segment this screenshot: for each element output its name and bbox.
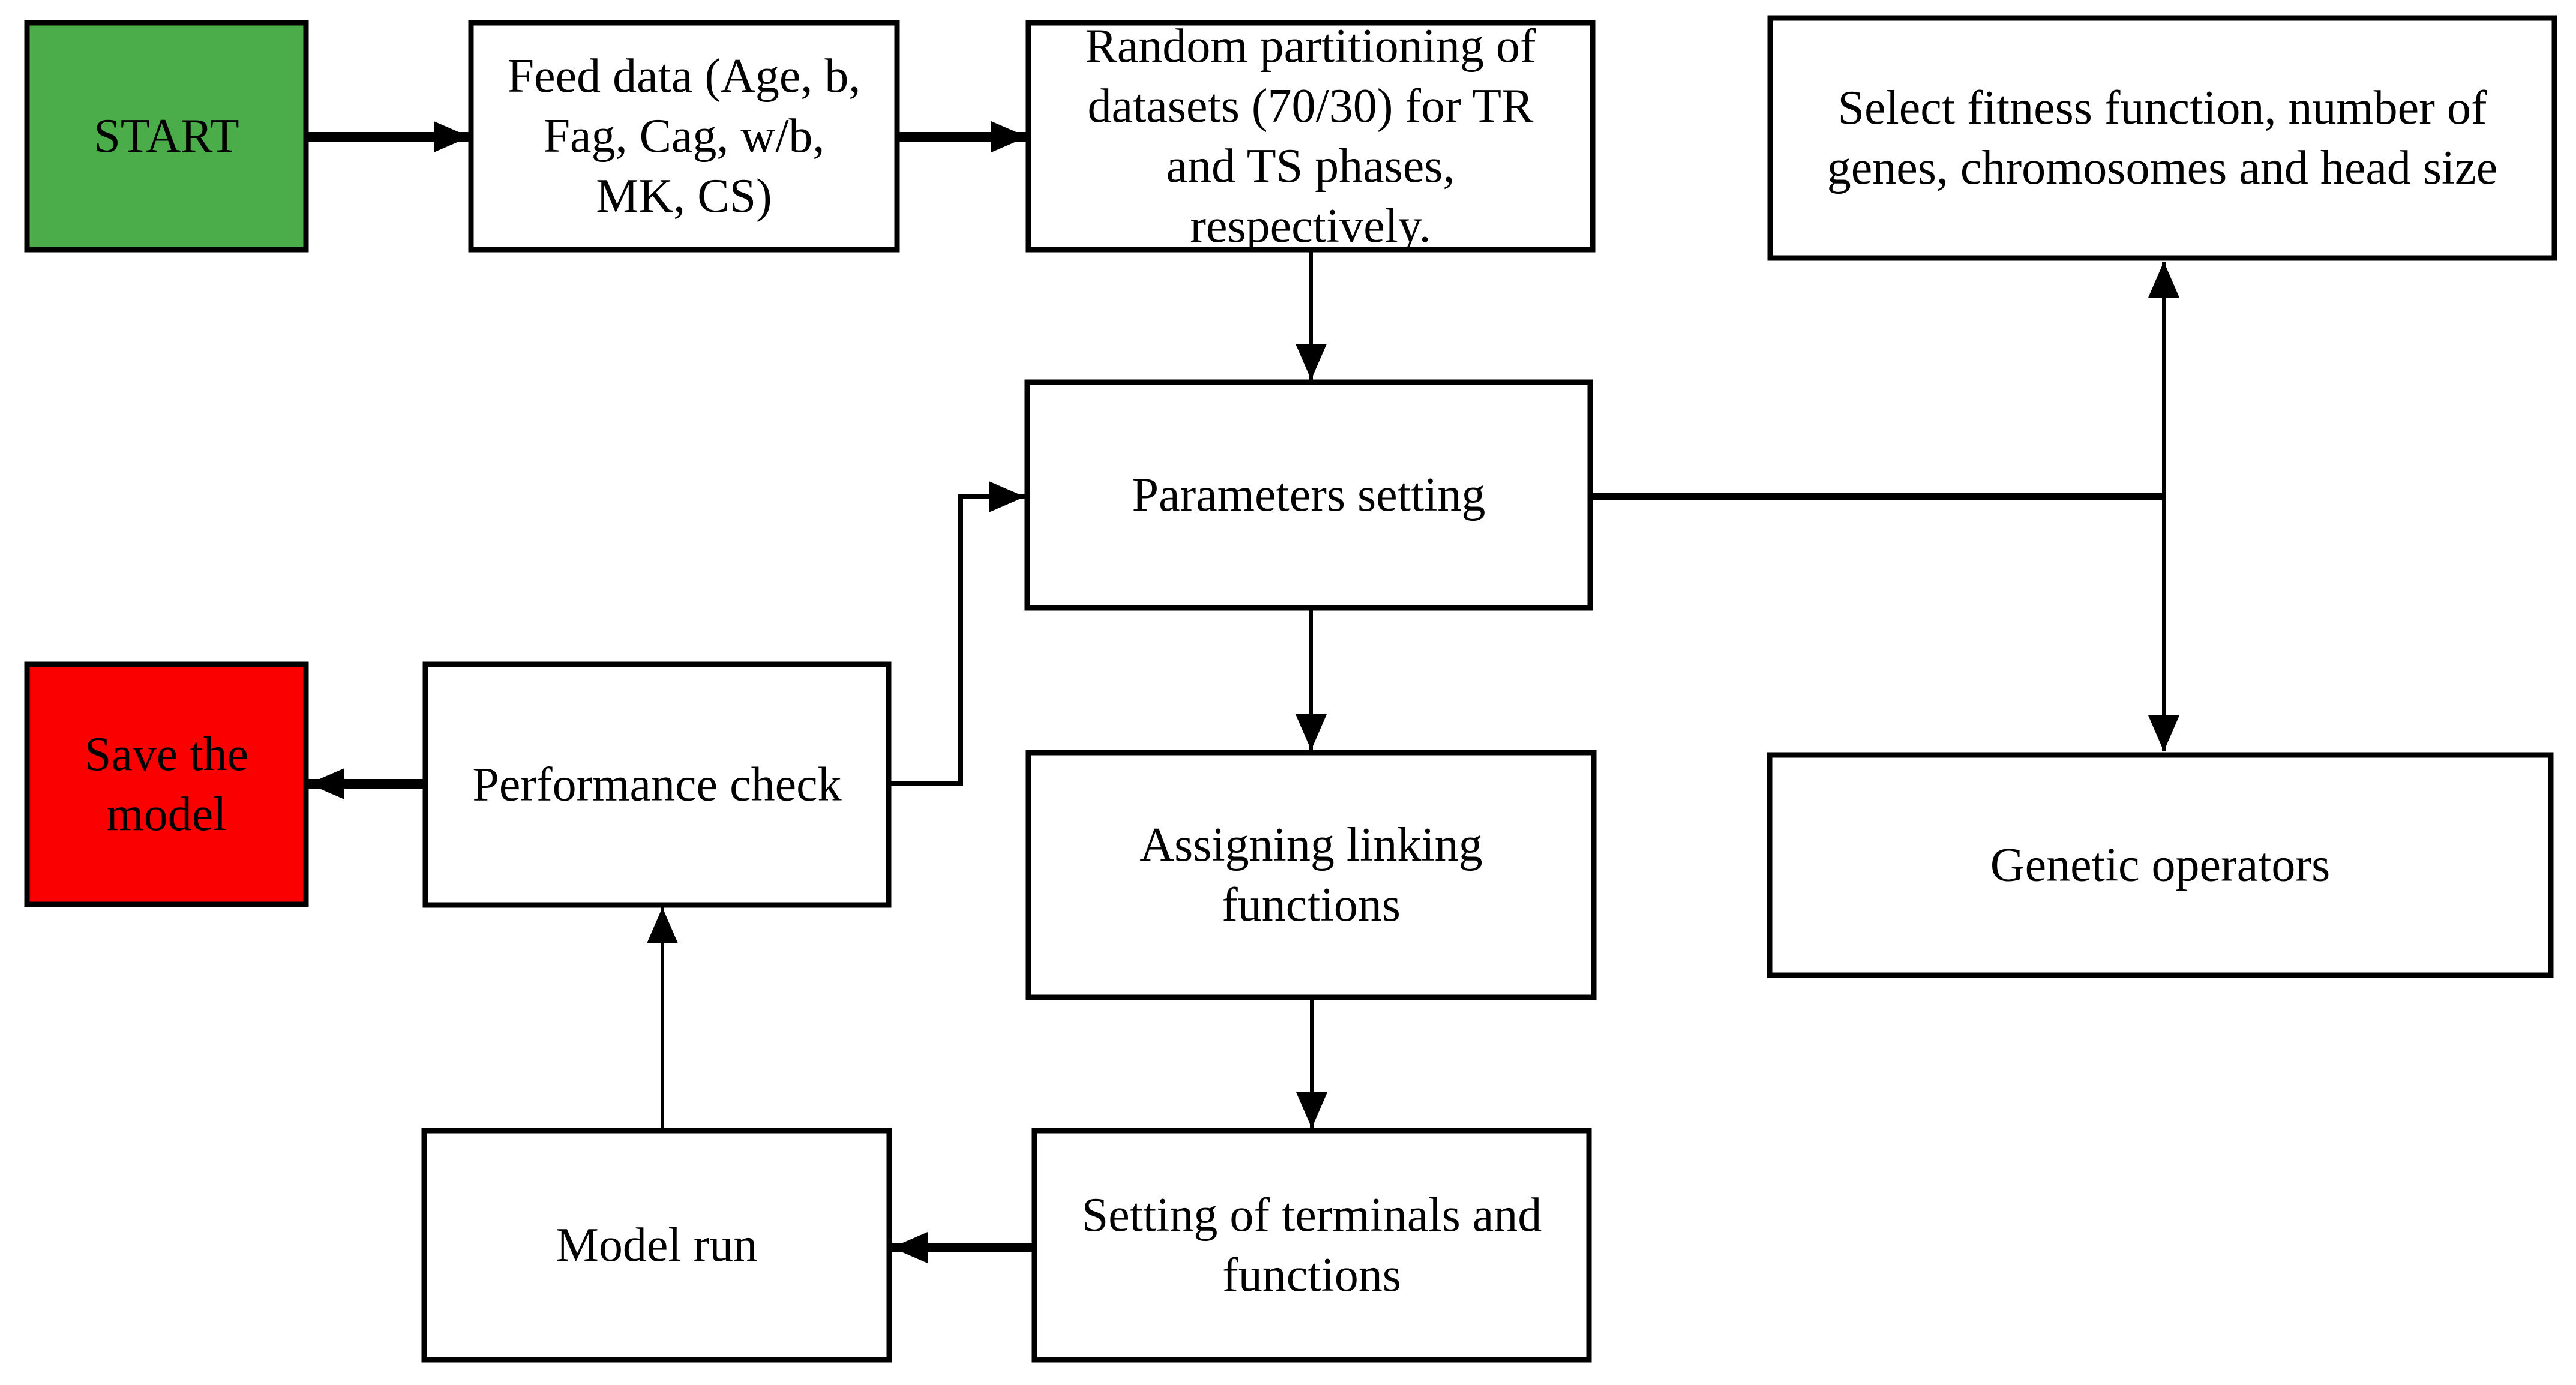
node-save-model-label: Save the model: [85, 728, 248, 841]
node-assigning-linking: Assigning linking functions: [1025, 750, 1597, 1000]
node-select-fitness: Select fitness function, number of genes,…: [1767, 15, 2557, 261]
node-model-run-label-line: Model run: [556, 1219, 758, 1272]
node-save-model-label-line: Save the: [85, 728, 248, 781]
node-select-fitness-label-line: Select fitness function, number of: [1838, 82, 2487, 134]
node-random-partitioning-label-line: datasets (70/30) for TR: [1088, 80, 1534, 133]
node-genetic-operators: Genetic operators: [1767, 752, 2554, 978]
node-start: START: [24, 20, 309, 253]
node-assigning-linking-label-line: Assigning linking: [1139, 819, 1482, 871]
node-random-partitioning: Random partitioning of datasets (70/30) f…: [1025, 20, 1596, 253]
node-start-label: START: [94, 110, 239, 163]
node-save-model: Save the model: [24, 661, 309, 907]
node-select-fitness-box: [1767, 15, 2557, 261]
node-save-model-box: [24, 661, 309, 907]
node-setting-terminals: Setting of terminals and functions: [1031, 1128, 1592, 1363]
node-genetic-operators-label-line: Genetic operators: [1990, 839, 2330, 892]
node-assigning-linking-label-line: functions: [1222, 879, 1401, 931]
node-setting-terminals-label: Setting of terminals and functions: [1082, 1189, 1542, 1302]
node-setting-terminals-label-line: Setting of terminals and: [1082, 1189, 1542, 1242]
node-setting-terminals-label-line: functions: [1222, 1249, 1401, 1302]
node-random-partitioning-box: [1025, 20, 1596, 253]
node-performance-check-label-line: Performance check: [472, 759, 841, 811]
node-random-partitioning-label-line: and TS phases,: [1166, 140, 1455, 193]
node-parameters-setting-label: Parameters setting: [1132, 469, 1486, 521]
node-genetic-operators-label: Genetic operators: [1990, 839, 2330, 892]
node-random-partitioning-label: Random partitioning of datasets (70/30) f…: [1085, 20, 1536, 253]
node-feed-data-label: Feed data (Age, b, Fag, Cag, w/b, MK, CS): [508, 50, 861, 223]
node-parameters-setting: Parameters setting: [1024, 379, 1593, 611]
node-model-run-box: [421, 1128, 892, 1363]
edge-performance-to-parameters: [889, 481, 1025, 786]
node-parameters-setting-box: [1024, 379, 1593, 611]
nodes-layer: START Feed data (Age, b, Fag, Cag, w/b, MK,…: [24, 15, 2557, 1363]
node-start-label-line: START: [94, 110, 239, 163]
node-select-fitness-label: Select fitness function, number of genes,…: [1827, 82, 2497, 194]
node-save-model-label-line: model: [107, 788, 227, 841]
node-performance-check: Performance check: [422, 661, 892, 908]
node-feed-data: Feed data (Age, b, Fag, Cag, w/b, MK, CS): [468, 20, 900, 253]
node-select-fitness-label-line: genes, chromosomes and head size: [1827, 142, 2497, 194]
node-setting-terminals-box: [1031, 1128, 1592, 1363]
node-performance-check-box: [422, 661, 892, 908]
node-genetic-operators-box: [1767, 752, 2554, 978]
node-assigning-linking-label: Assigning linking functions: [1139, 819, 1482, 931]
node-feed-data-label-line: Fag, Cag, w/b,: [544, 110, 825, 163]
node-parameters-setting-label-line: Parameters setting: [1132, 469, 1486, 521]
node-random-partitioning-label-line: respectively.: [1190, 200, 1431, 253]
node-random-partitioning-label-line: Random partitioning of: [1085, 20, 1536, 73]
node-model-run-label: Model run: [556, 1219, 758, 1272]
node-feed-data-label-line: Feed data (Age, b,: [508, 50, 861, 103]
node-assigning-linking-box: [1025, 750, 1597, 1000]
node-start-box: [24, 20, 309, 253]
node-feed-data-box: [468, 20, 900, 253]
node-model-run: Model run: [421, 1128, 892, 1363]
node-performance-check-label: Performance check: [472, 759, 841, 811]
node-feed-data-label-line: MK, CS): [596, 170, 772, 223]
edges-layer: [306, 121, 2179, 1263]
